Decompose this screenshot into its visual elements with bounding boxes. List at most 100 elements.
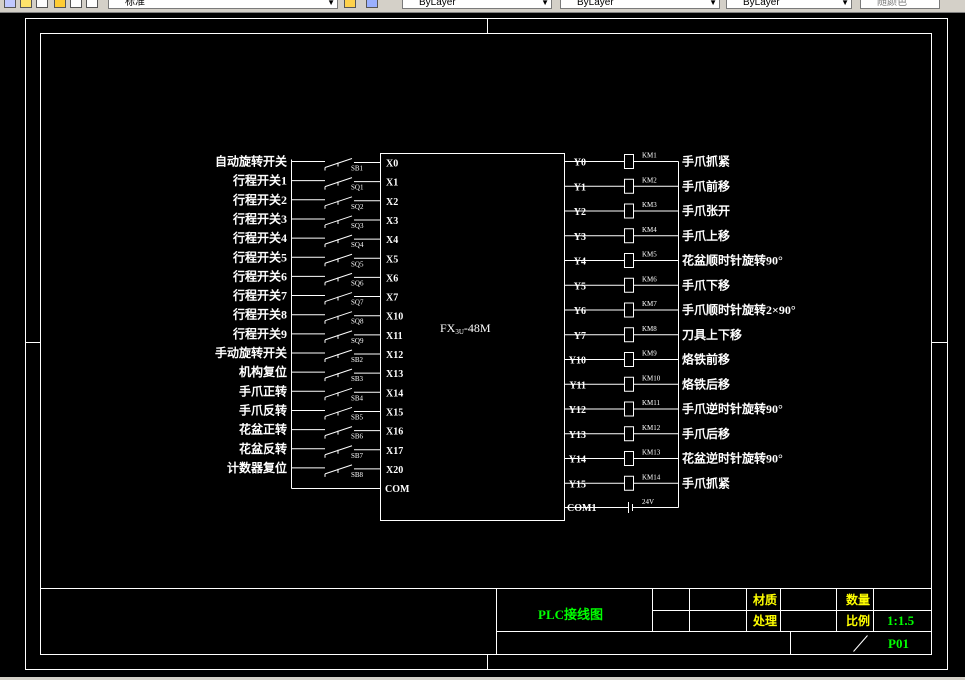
properties-toolbar: 标准▼ ByLayer▼ ByLayer▼ ByLayer▼ 随颜色 [0, 0, 965, 13]
layer-state-icon[interactable] [20, 0, 32, 8]
output-pin: Y7 [574, 331, 586, 342]
coil-tag: KM2 [642, 176, 657, 184]
coil-tag: KM9 [642, 350, 657, 358]
output-row: Y14 KM13 花盆逆时针旋转90° [564, 449, 783, 466]
lock-icon[interactable] [86, 0, 98, 8]
input-label: 手动旋转开关 [215, 345, 287, 360]
make-current-icon[interactable] [344, 0, 356, 8]
output-label: 烙铁前移 [682, 352, 730, 367]
coil-tag: KM7 [642, 300, 657, 308]
input-row: 花盆正转 SB6 X16 [239, 422, 403, 441]
drawing-frame [25, 18, 948, 670]
output-pin: Y1 [574, 182, 586, 193]
coil-tag: KM13 [642, 449, 661, 457]
lineweight-dropdown[interactable]: ByLayer▼ [726, 0, 852, 9]
output-pin: Y6 [574, 306, 586, 317]
output-label: 花盆顺时针旋转90° [682, 253, 783, 268]
output-pin: Y0 [574, 158, 586, 169]
relay-coil [624, 401, 634, 417]
input-label: 行程开关4 [232, 230, 287, 245]
lightbulb-icon[interactable] [54, 0, 66, 8]
coil-tag: KM11 [642, 399, 661, 407]
input-pin: X13 [386, 369, 403, 380]
relay-coil [624, 277, 634, 293]
switch-tag: SQ6 [351, 279, 364, 287]
sun-icon[interactable] [70, 0, 82, 8]
output-pin: Y14 [569, 455, 586, 466]
input-label: 花盆正转 [239, 422, 287, 437]
output-pin: Y13 [569, 430, 586, 441]
coil-tag: KM1 [642, 152, 657, 160]
title-slash [853, 635, 868, 652]
linetype-dropdown[interactable]: ByLayer▼ [560, 0, 720, 9]
relay-coil [624, 376, 634, 392]
input-pin: X7 [386, 293, 398, 304]
layer-manager-icon[interactable] [4, 0, 16, 8]
input-pin: X20 [386, 465, 403, 476]
input-label: 行程开关5 [232, 249, 287, 264]
input-pin: X1 [386, 178, 398, 189]
plc-model-label: FX3U-48M [440, 321, 491, 336]
relay-coil [624, 352, 634, 367]
plotstyle-dropdown[interactable]: 随颜色 [860, 0, 940, 9]
layer-previous-icon[interactable] [36, 0, 48, 8]
output-pin: Y10 [569, 356, 586, 367]
layer-dropdown[interactable]: 标准▼ [108, 0, 338, 9]
switch-tag: SQ5 [351, 260, 364, 268]
input-label: 行程开关1 [232, 173, 287, 188]
input-common-pin: COM [385, 484, 410, 495]
chevron-down-icon: ▼ [541, 0, 549, 7]
output-pin: Y12 [569, 405, 586, 416]
switch-tag: SB3 [351, 375, 364, 383]
drawing-canvas[interactable] [0, 13, 965, 677]
input-pin: X16 [386, 427, 403, 438]
input-common: COM [291, 159, 410, 495]
quantity-label: 数量 [846, 592, 870, 607]
layer-previous-icon-2[interactable] [366, 0, 378, 8]
output-pin: Y3 [574, 232, 586, 243]
outer-border [25, 18, 948, 670]
input-label: 花盆反转 [239, 441, 287, 456]
input-pin: X17 [386, 446, 403, 457]
input-label: 行程开关6 [232, 268, 287, 283]
input-label: 机构复位 [239, 364, 287, 379]
coil-tag: KM12 [642, 424, 661, 432]
input-label: 行程开关2 [232, 192, 287, 207]
relay-coil [624, 253, 634, 268]
relay-coil [624, 426, 634, 442]
coil-tag: KM3 [642, 201, 657, 209]
switch-tag: SB1 [351, 165, 364, 173]
switch-tag: SB6 [351, 433, 364, 441]
switch-tag: SQ7 [351, 299, 364, 307]
output-label: 花盆逆时针旋转90° [682, 451, 783, 466]
color-dropdown[interactable]: ByLayer▼ [402, 0, 552, 9]
coil-tag: KM8 [642, 325, 657, 333]
output-pin: Y4 [574, 257, 586, 268]
relay-coil [624, 302, 634, 318]
output-pin: Y5 [574, 281, 586, 292]
input-pin: X14 [386, 388, 403, 399]
coil-tag: KM6 [642, 275, 657, 283]
plc-body [380, 153, 565, 521]
input-label: 行程开关9 [232, 326, 287, 341]
relay-coil [624, 228, 634, 244]
switch-tag: SB4 [351, 394, 364, 402]
input-pin: X5 [386, 254, 398, 265]
switch-tag: SQ2 [351, 203, 364, 211]
